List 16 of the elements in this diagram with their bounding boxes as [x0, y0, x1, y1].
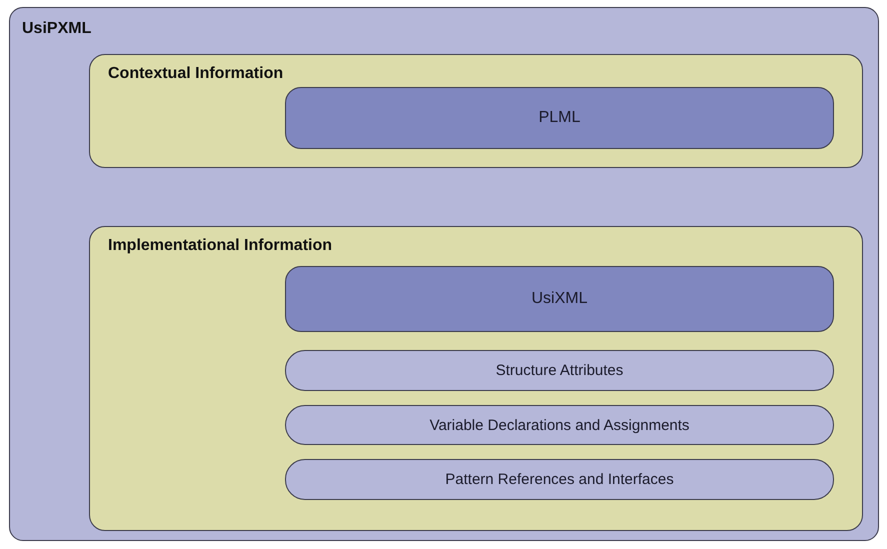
- component-box: [285, 266, 834, 332]
- section-panel: [89, 54, 863, 168]
- section-panel: [89, 226, 863, 531]
- component-pill: [285, 405, 834, 445]
- component-label: PLML: [538, 109, 580, 127]
- section-title: Implementational Information: [108, 237, 332, 255]
- component-label: Structure Attributes: [496, 362, 624, 379]
- component-box: [285, 87, 834, 149]
- component-label: UsiXML: [531, 290, 588, 308]
- component-pill: [285, 459, 834, 500]
- section-title: Contextual Information: [108, 65, 284, 83]
- component-pill: [285, 350, 834, 391]
- component-label: Variable Declarations and Assignments: [430, 416, 690, 434]
- component-label: Pattern References and Interfaces: [445, 471, 674, 488]
- section-title: UsiPXML: [22, 20, 92, 38]
- outer-panel: [9, 7, 879, 541]
